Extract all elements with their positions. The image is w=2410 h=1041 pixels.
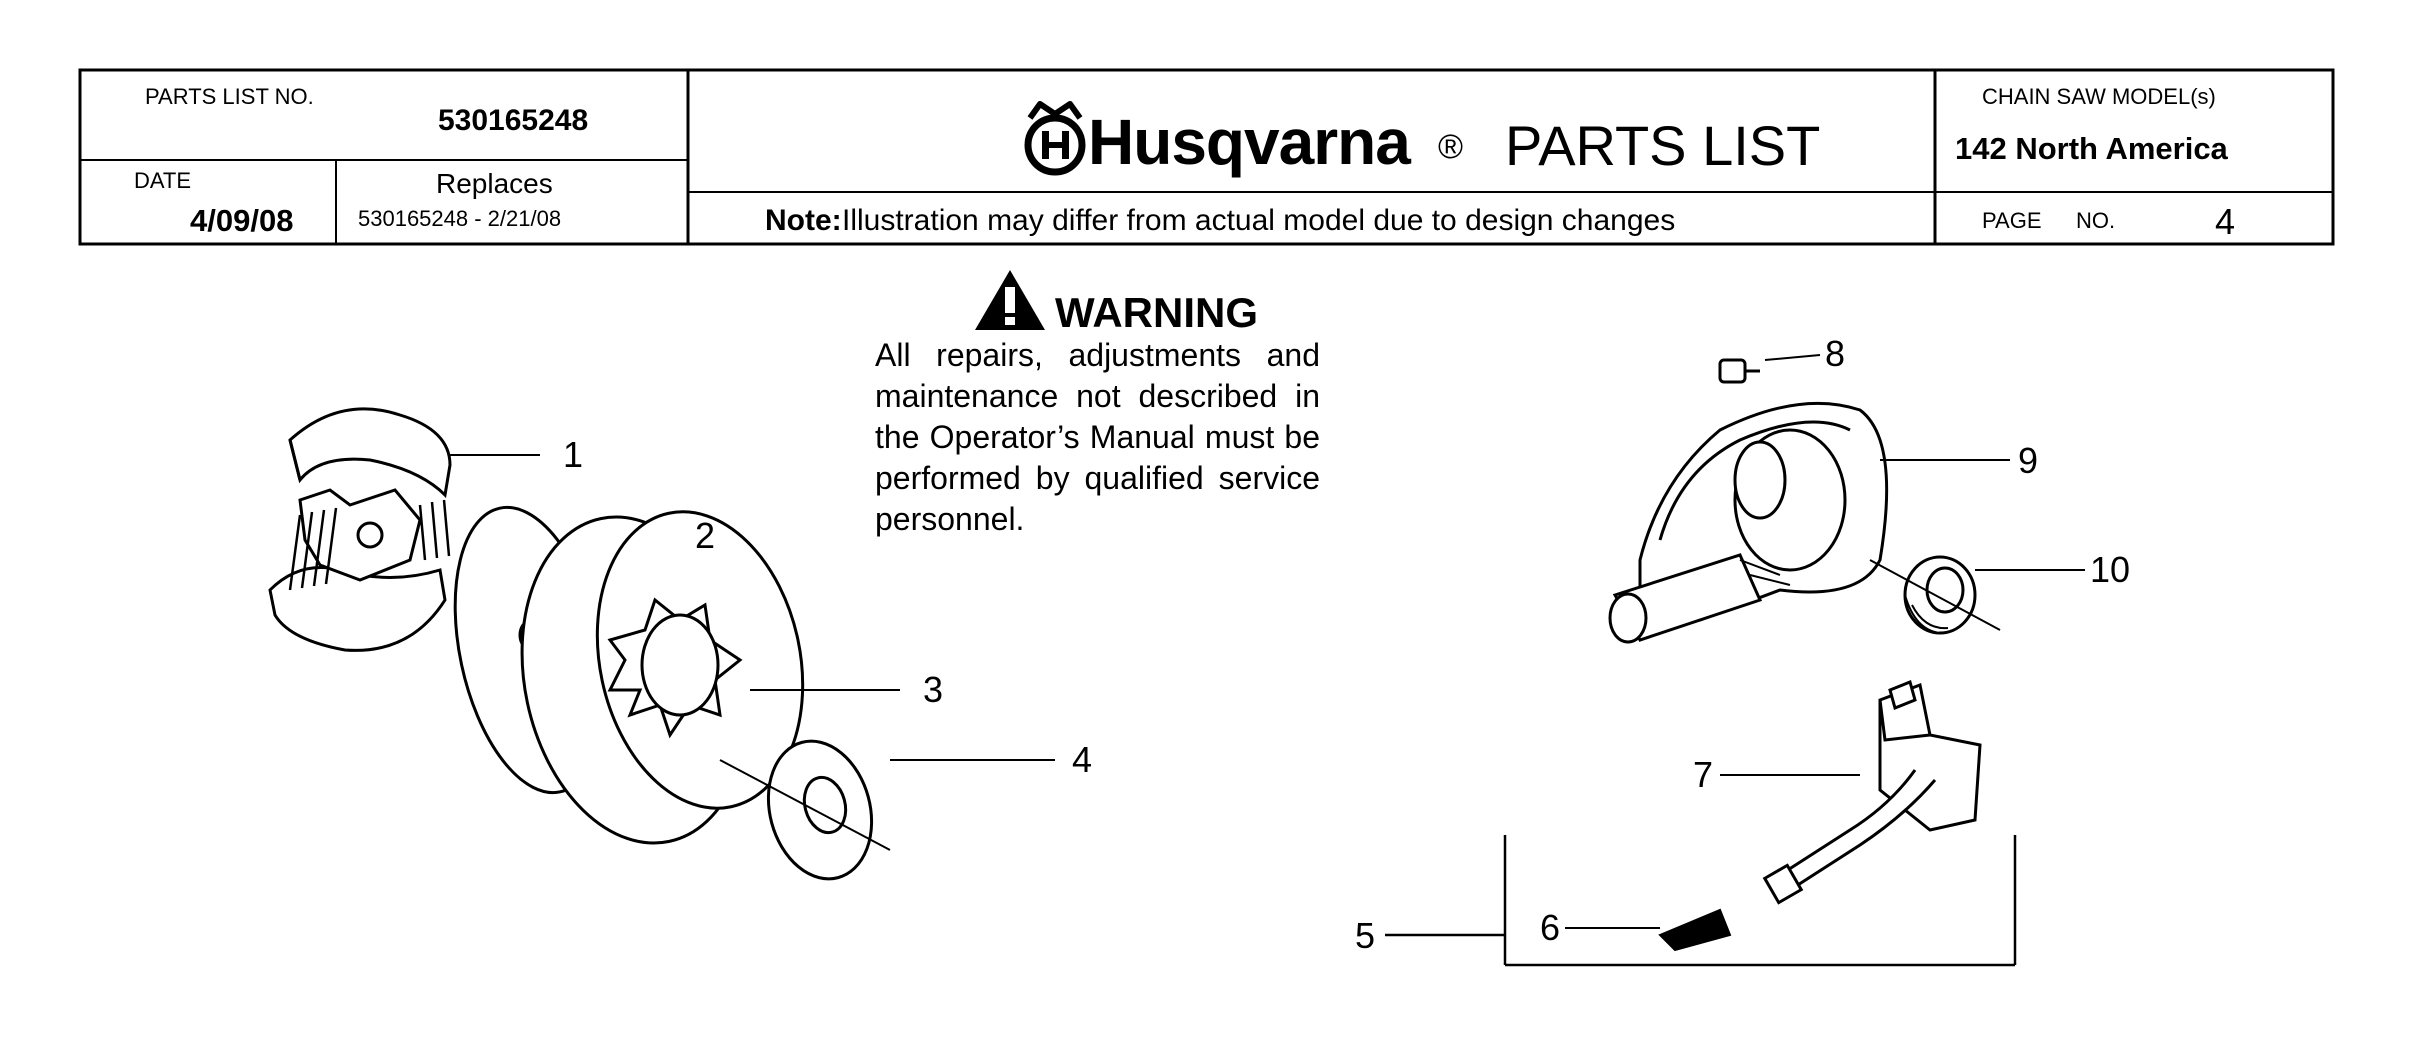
page-no-label: NO. <box>2076 208 2116 233</box>
part-1-clutch-shoes <box>268 407 540 652</box>
callout-3: 3 <box>923 669 944 710</box>
parts-list-no-label: PARTS LIST NO. <box>145 84 314 109</box>
part-8-screw <box>1718 354 1821 384</box>
parts-list-title: PARTS LIST <box>1505 114 1821 177</box>
part-3-clutch-drum <box>520 510 900 845</box>
page-number: 4 <box>2215 201 2236 242</box>
note-text: Illustration may differ from actual mode… <box>842 204 1676 237</box>
callout-10: 10 <box>2090 549 2131 590</box>
registered-mark: ® <box>1438 128 1464 166</box>
callout-6: 6 <box>1540 907 1561 948</box>
replaces-label: Replaces <box>436 168 553 199</box>
callout-8: 8 <box>1825 333 1846 374</box>
callout-5: 5 <box>1355 915 1376 956</box>
replaces-value: 530165248 - 2/21/08 <box>358 206 562 231</box>
part-5-assembly-bracket <box>1385 835 2017 967</box>
callout-1: 1 <box>563 434 584 475</box>
callout-4: 4 <box>1072 739 1093 780</box>
note-label: Note: <box>765 204 842 237</box>
callout-7: 7 <box>1693 754 1714 795</box>
page-label: PAGE <box>1982 208 2042 233</box>
header-table-frame <box>78 68 2335 246</box>
warning-triangle-icon <box>975 270 1045 330</box>
model-label: CHAIN SAW MODEL(s) <box>1982 84 2216 109</box>
part-6-filter <box>1565 908 1732 952</box>
part-4-washer <box>719 739 1055 881</box>
part-10-worm-gear <box>1869 555 2085 635</box>
brand-name: Husqvarna <box>1088 106 1411 178</box>
date-label: DATE <box>134 168 192 193</box>
warning-text: All repairs, adjustments and maintenance… <box>875 337 1320 537</box>
callout-2: 2 <box>695 515 716 556</box>
husqvarna-logo-icon <box>1024 101 1086 176</box>
part-7-oil-pickup <box>1720 679 1982 905</box>
warning-title: WARNING <box>1055 289 1258 336</box>
parts-list-no-value: 530165248 <box>438 104 589 137</box>
model-value: 142 North America <box>1955 131 2228 166</box>
callout-9: 9 <box>2018 440 2039 481</box>
part-9-oil-pump <box>1608 401 2010 644</box>
date-value: 4/09/08 <box>190 203 294 238</box>
